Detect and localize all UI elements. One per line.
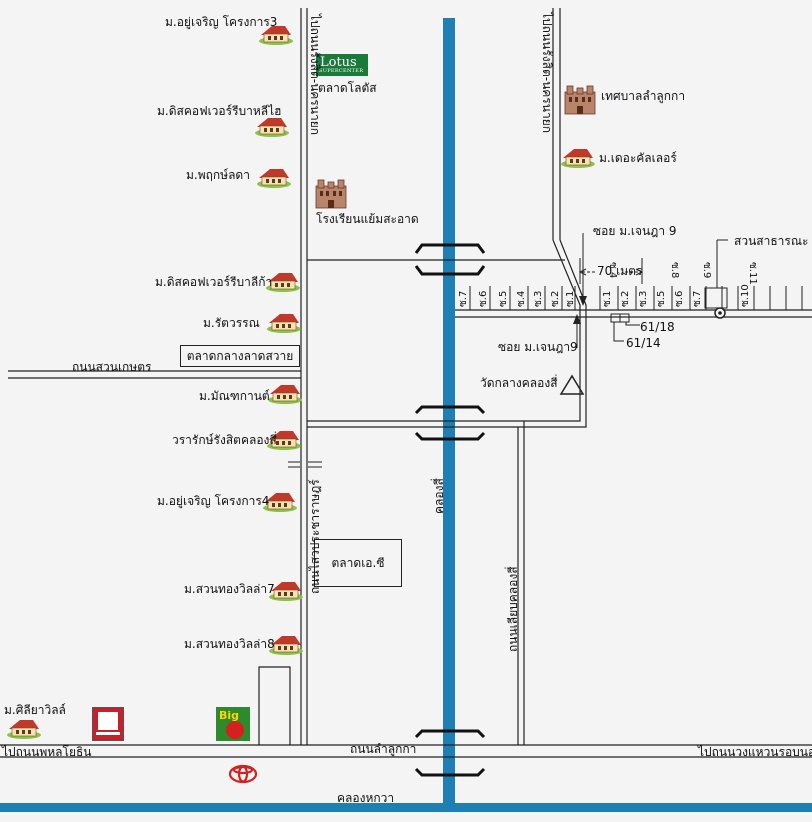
to-ring-label: ไปถนนวงแหวนรอบนอก [698,745,812,759]
temple-triangle-icon [559,374,585,395]
soi-right-label: ซ.4 [607,262,618,279]
soi-left-label: ซ.5 [498,290,509,307]
house-icon [266,273,300,292]
klong-hok-wa-label: คลองหกวา [337,791,395,805]
soi-left-label: ซ.3 [533,290,544,307]
school-label: โรงเรียนแย้มสะอาด [316,212,419,226]
bridge-icons [414,243,486,777]
big-c-logo: Big [216,707,250,741]
soi-left-label: ซ.2 [550,290,561,307]
lotus-logo: Lotus SUPERCENTER [316,54,368,76]
soi-top-label: ซอย ม.เจนฎา 9 [593,224,677,238]
school-building-icon [315,179,347,209]
village-label-v12: ม.เดอะคัลเลอร์ [599,151,677,165]
lotus-brand: Lotus [320,55,357,70]
lotus-market-label: ตลาดโลตัส [318,81,377,95]
park-label: สวนสาธารณะ [734,234,809,248]
house-icon [268,385,302,404]
village-label-v6: ม.มัณฑกานต์ [199,389,270,403]
village-label-v2: ม.ดิสคอฟเวอร์รีบาหลีไฮ [157,104,282,118]
soi-right-label: ซ.7 [692,290,703,307]
soi-left-label: ซ.1 [565,290,576,307]
soi-right-label: ซ.10 [740,284,751,307]
to-rangsit-left-label: ไปถนนรังสิต-นครนายก [308,14,322,135]
soi-right-label: ซ.1 [602,290,613,307]
house-icon [263,493,297,512]
municipality-label: เทศบาลลำลูกกา [601,89,686,103]
village-label-v11: ม.ศิลียาวิลล์ [4,703,66,717]
temple-label: วัดกลางคลองสี่ [480,376,558,390]
big-c-brand: Big [219,709,240,722]
house-icon [269,582,303,601]
big-c-circle-icon [226,721,244,739]
soi-right-label: ซ.8 [669,262,680,279]
soi-right-label: ซ.3 [638,290,649,307]
soi-right-label: ซ.6 [674,290,685,307]
village-label-v10: ม.สวนทองวิลล่า8 [184,637,275,651]
klong-si-label: คลองสี่ [432,478,446,514]
soi-left-label: ซ.4 [516,290,527,307]
soi-bottom-label: ซอย ม.เจนฎา9 [498,340,578,354]
house-icon [267,431,301,450]
house-icon [255,118,289,137]
suan-kaset-label: ถนนสวนเกษตร [72,360,152,374]
ac-market-label: ตลาดเอ.ซี [331,555,385,570]
klong-hok-wa-canal [0,803,812,812]
village-label-v4: ม.ดิสคอฟเวอร์รีบาลีก้า [155,275,273,289]
house-icon [269,636,303,655]
village-label-v8: ม.อยู่เจริญ โครงการ4 [157,494,270,508]
liap-klong-si-label: ถนนเลียบคลองสี่ [506,566,520,652]
soi-left-label: ซ.7 [458,290,469,307]
sai-wai-label: ถนนไสวประชาราษฎร์ [308,479,322,594]
to-rangsit-right-label: ไปถนนรังสิต-นครนายก [540,12,554,133]
store-logo-icon [92,707,124,741]
address-label-1: 61/18 [640,320,675,334]
municipality-building-icon [564,85,596,115]
house-icon [267,314,301,333]
house-icon [561,149,595,168]
klong-si-canal [443,18,455,808]
village-label-v9: ม.สวนทองวิลล่า7 [184,582,275,596]
lamlukka-label: ถนนลำลูกกา [350,742,417,756]
lotus-sub: SUPERCENTER [319,68,364,74]
village-label-v5: ม.รัตวรรณ [203,316,260,330]
house-icon [257,169,291,188]
village-label-v7: วรารักษ์รังสิตคลองสี่ [172,433,277,447]
distance-label: 70 เมตร [597,264,643,278]
village-label-v1: ม.อยู่เจริญ โครงการ3 [165,15,278,29]
central-market-label: ตลาดกลางลาดสวาย [186,348,294,363]
soi-right-label: ซ.9 [701,262,712,279]
soi-left-label: ซ.6 [478,290,489,307]
house-icon [259,26,293,45]
house-icon [7,720,41,739]
central-market-box: ตลาดกลางลาดสวาย [180,345,300,367]
address-label-2: 61/14 [626,336,661,350]
village-label-v3: ม.พฤกษ์ลดา [186,168,250,182]
soi-ticks-right [599,286,803,310]
soi-ticks-left [469,286,576,310]
soi-right-label: ซ.2 [620,290,631,307]
ac-market-box: ตลาดเอ.ซี [314,539,402,587]
soi-right-label: ซ.5 [656,290,667,307]
soi-right-label: ซ.11 [747,262,758,285]
to-phahon-label: ไปถนนพหลโยธิน [2,745,92,759]
toyota-logo [228,764,258,784]
